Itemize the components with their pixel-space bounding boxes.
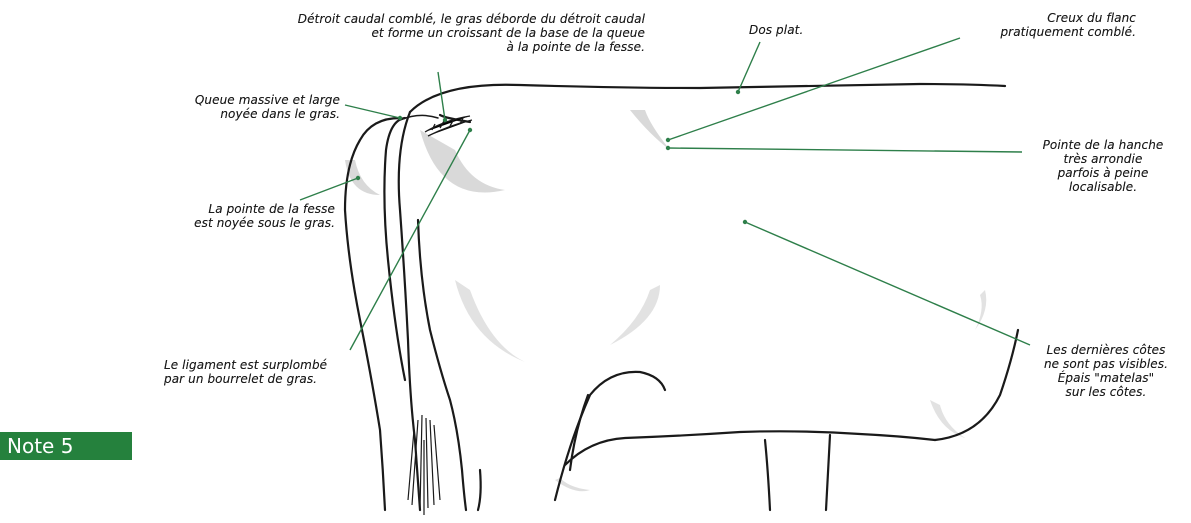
fat-shading [345,110,986,491]
leader-cotes [745,222,1030,345]
leader-queue [345,105,400,118]
annotation-pointe-hanche: Pointe de la hanche très arrondie parfoi… [1022,138,1184,194]
leader-fesse [300,178,358,200]
leader-ligament [350,130,470,350]
leader-creux [668,38,960,140]
annotation-queue-massive: Queue massive et large noyée dans le gra… [140,93,340,121]
leader-dots [356,90,747,224]
note-badge: Note 5 [0,432,132,460]
annotation-creux-flanc: Creux du flanc pratiquement comblé. [948,11,1136,39]
annotation-dos-plat: Dos plat. [749,23,829,37]
leader-hanche [668,148,1022,152]
leader-detroit [438,72,445,120]
annotation-ligament: Le ligament est surplombé par un bourrel… [164,358,384,386]
annotation-dernieres-cotes: Les dernières côtes ne sont pas visibles… [1026,343,1186,399]
leader-dos [738,42,760,92]
annotation-pointe-fesse: La pointe de la fesse est noyée sous le … [140,202,335,230]
annotation-detroit-caudal: Détroit caudal comblé, le gras déborde d… [170,12,645,54]
